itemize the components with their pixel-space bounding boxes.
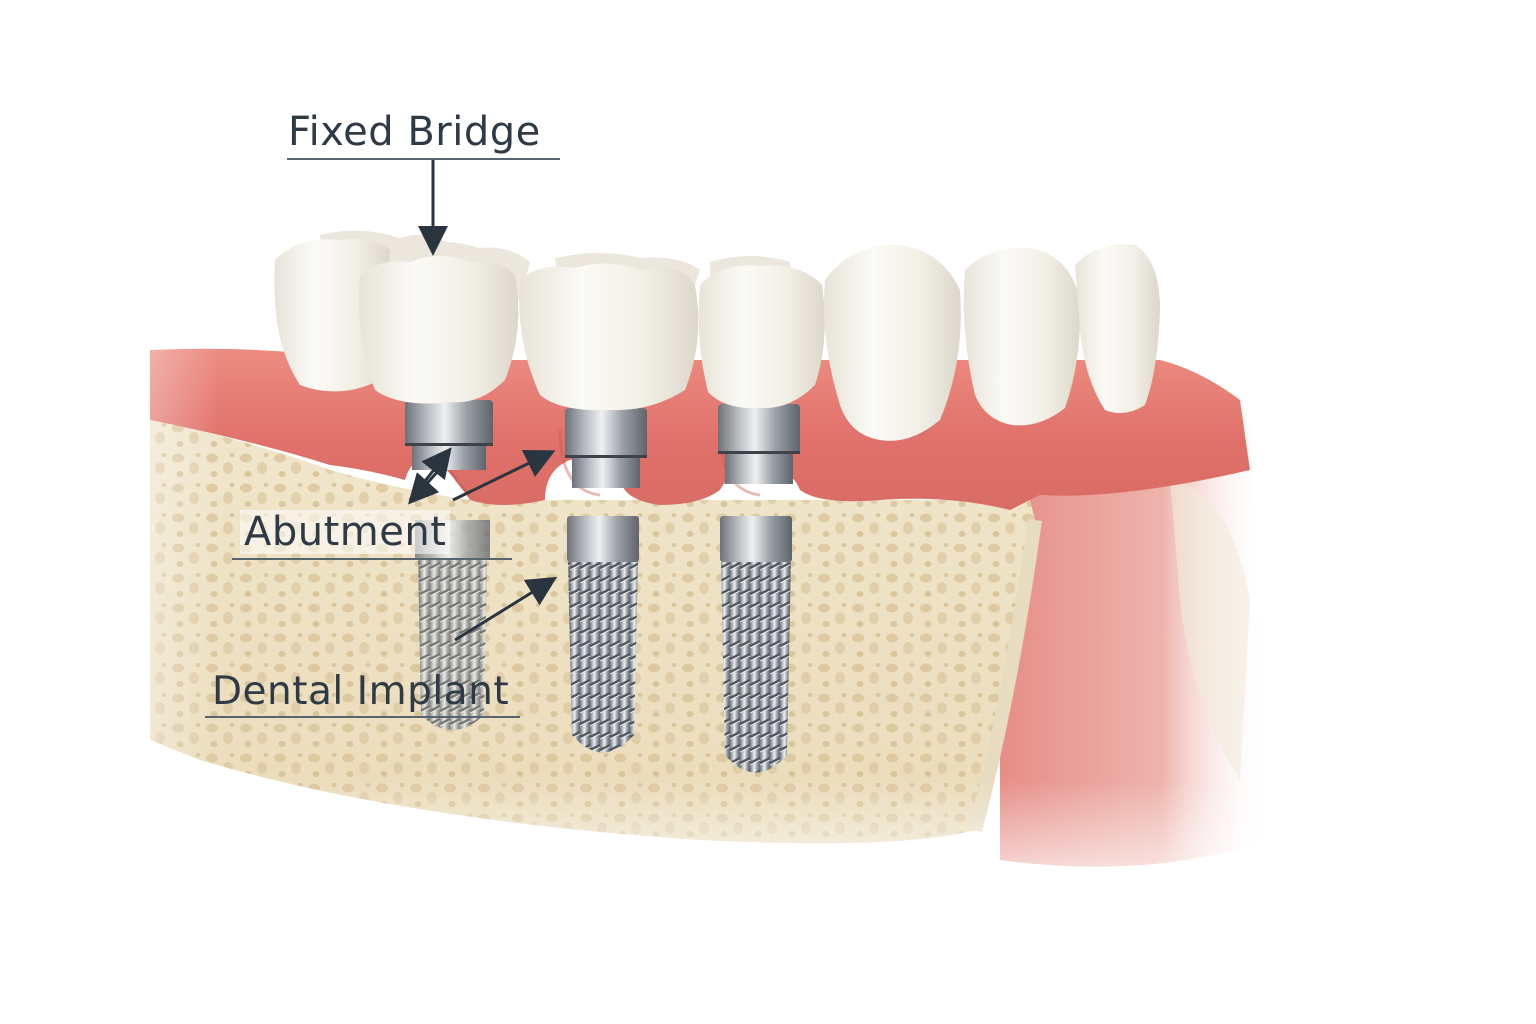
abutment-arrow-1b	[407, 458, 450, 505]
callout-arrows	[407, 160, 558, 642]
incisor-2	[963, 247, 1081, 426]
incisor-1	[824, 245, 961, 441]
implant-3	[720, 516, 792, 773]
underline-abutment	[232, 558, 512, 560]
underline-dental-implant	[205, 716, 520, 718]
label-fixed-bridge: Fixed Bridge	[288, 109, 541, 155]
crown-3	[698, 265, 825, 409]
implant-arrow	[454, 576, 558, 642]
crown-2	[519, 263, 699, 411]
implant-2	[567, 516, 639, 753]
soft-tissue-side	[1000, 420, 1270, 867]
abutment-arrow-2	[452, 449, 556, 502]
underline-fixed-bridge	[287, 158, 560, 160]
abutment-1	[405, 400, 493, 470]
fixed-bridge	[274, 238, 825, 411]
fade-bottom	[140, 780, 1340, 920]
incisor-3	[1075, 244, 1160, 414]
label-dental-implant: Dental Implant	[212, 669, 510, 714]
abutment-2	[565, 408, 647, 488]
crown-1	[359, 256, 519, 404]
label-abutment: Abutment	[240, 510, 451, 554]
natural-teeth	[824, 244, 1160, 441]
abutment-3	[718, 404, 800, 484]
